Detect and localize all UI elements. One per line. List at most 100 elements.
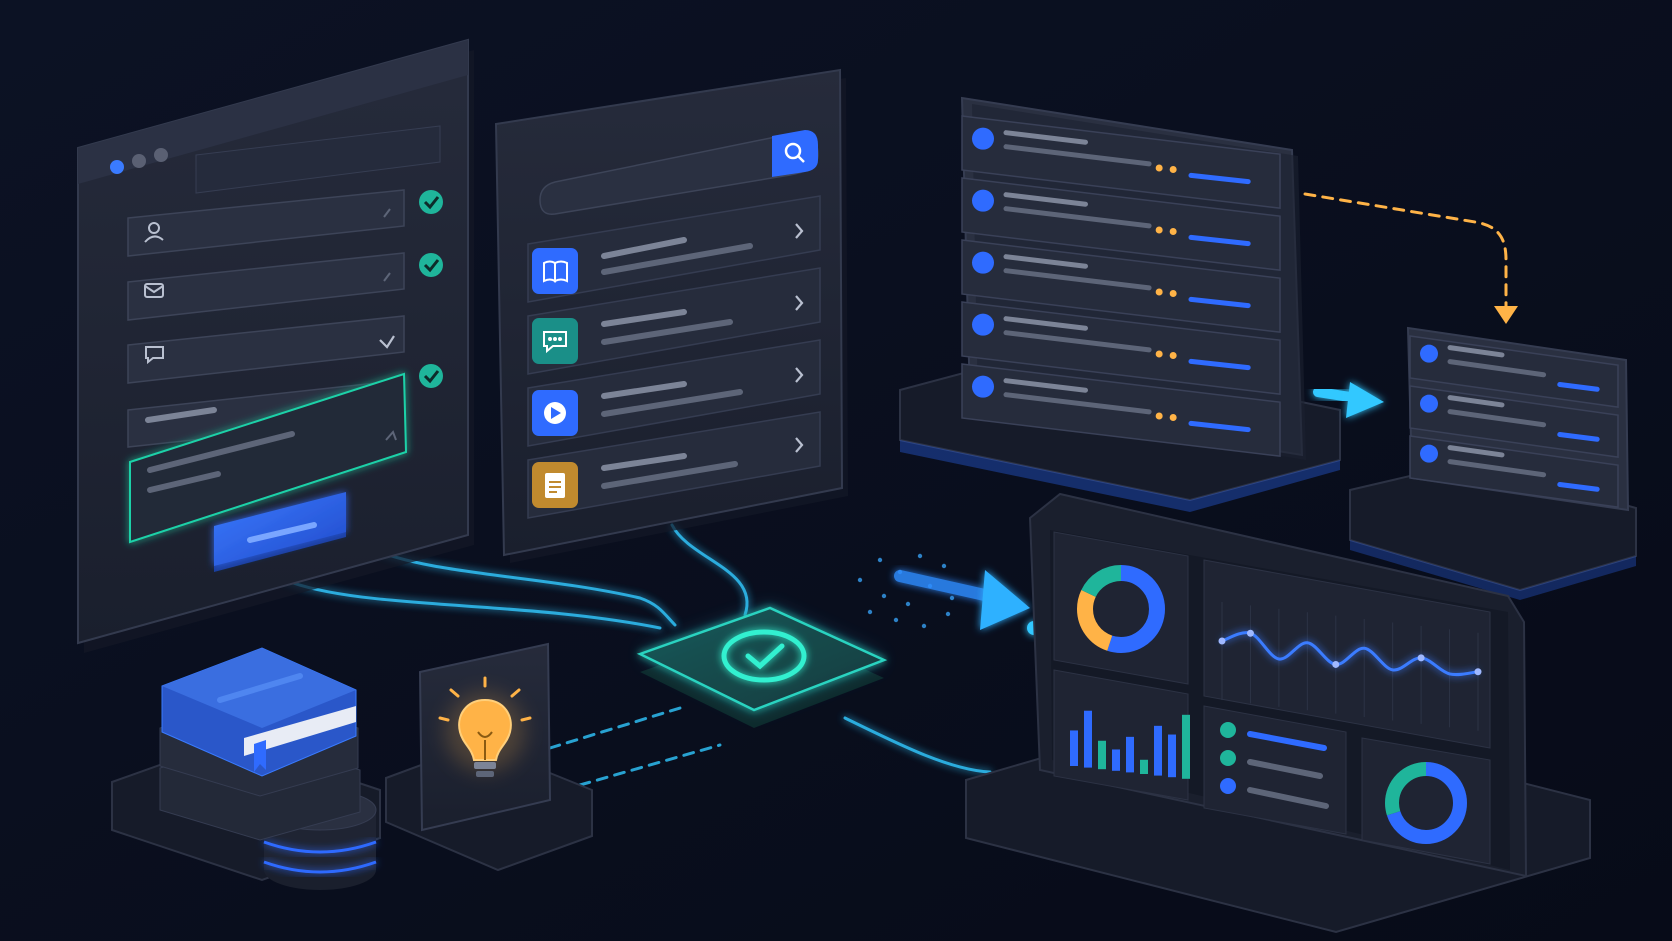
server-status-dot [1420, 394, 1438, 413]
knowledge-base [111, 647, 381, 890]
server-unit [961, 177, 1281, 272]
chevron-right-icon[interactable] [795, 295, 804, 311]
validation-hub[interactable] [636, 606, 888, 728]
stream-particle [941, 563, 947, 569]
search-bar[interactable] [539, 130, 819, 215]
analytics-dashboard [965, 492, 1591, 934]
search-button[interactable] [772, 130, 818, 177]
connector-form-to-hub [368, 546, 677, 627]
line-chart-points [1218, 629, 1482, 676]
server-rows-secondary [1409, 335, 1619, 508]
list-item[interactable] [527, 195, 821, 303]
stream-particle [945, 611, 951, 617]
list-item[interactable] [527, 339, 821, 447]
line-chart-card [1203, 559, 1491, 749]
connector-server-dashed-amber [1303, 192, 1508, 320]
list-item[interactable] [527, 411, 821, 519]
server-label-line [1447, 445, 1505, 458]
server-activity-led [1155, 164, 1163, 172]
list-item-title-line [601, 453, 687, 471]
bar [1126, 736, 1134, 773]
amber-arrow-head-icon [1494, 306, 1518, 324]
legend-dot-blue [1220, 778, 1236, 794]
server-activity-led [1155, 226, 1163, 234]
window-dot-blue-icon[interactable] [110, 160, 124, 174]
email-field[interactable] [127, 252, 405, 321]
line-point [1332, 660, 1340, 668]
stream-particle [917, 553, 923, 559]
list-item[interactable] [527, 267, 821, 375]
bar-chart [1070, 710, 1190, 779]
server-status-dot [972, 375, 994, 398]
donut-chart-top [1077, 565, 1165, 653]
list-item-title-line [601, 309, 687, 327]
server-status-dot [972, 251, 994, 274]
stream-particle [905, 601, 911, 607]
email-field-valid-check [419, 253, 443, 277]
server-label-line [1003, 254, 1088, 269]
chevron-right-icon[interactable] [795, 223, 804, 239]
data-stream-arrow [857, 553, 1041, 635]
server-load-bar [1557, 382, 1600, 392]
list-item-title-line [601, 381, 687, 399]
submit-button[interactable] [214, 492, 346, 572]
list-item-subtitle-line [601, 243, 753, 275]
donut-chart-bottom [1385, 762, 1467, 844]
connector-list-to-hub [670, 523, 749, 617]
server-activity-led [1169, 413, 1177, 421]
server-label-line [1447, 409, 1547, 428]
server-activity-led [1155, 350, 1163, 358]
search-icon [784, 142, 805, 163]
resize-handle-icon[interactable] [385, 430, 397, 441]
connector-hub-to-dashboard [843, 716, 992, 774]
chevron-down-icon[interactable] [379, 335, 395, 349]
server-unit [961, 301, 1281, 396]
document-icon [545, 473, 565, 498]
edit-pencil-icon [383, 208, 391, 218]
server-load-bar [1188, 296, 1251, 309]
window-dot-gray-icon[interactable] [132, 154, 146, 168]
results-list-panel [494, 68, 848, 563]
donut-slice [1077, 565, 1165, 653]
chevron-right-icon[interactable] [795, 367, 804, 383]
play-icon [544, 402, 566, 424]
line-chart-series [1221, 631, 1479, 677]
text-field-placeholder-line [145, 407, 217, 423]
book-icon [543, 260, 568, 283]
lightbulb-icon [438, 676, 532, 777]
connector-idea-dashed-bottom [578, 743, 722, 787]
textarea-placeholder-line-2 [147, 471, 221, 493]
edit-pencil-icon-2 [383, 272, 391, 282]
server-status-dot [1420, 444, 1438, 463]
server-label-line [1003, 378, 1088, 393]
connector-form-lower-to-hub [283, 578, 662, 630]
server-label-line [1003, 130, 1088, 145]
chat-icon [145, 346, 164, 365]
stream-arrow-head-icon [980, 570, 1030, 630]
server-status-dot [972, 127, 994, 150]
server-activity-led [1169, 165, 1177, 173]
legend-line-2 [1247, 759, 1323, 779]
chevron-right-icon[interactable] [795, 437, 804, 453]
list-item-subtitle-line [601, 461, 738, 489]
server-activity-led [1169, 289, 1177, 297]
server-unit [961, 363, 1281, 458]
donut-card-top [1053, 531, 1189, 685]
list-item-subtitle-line [601, 389, 743, 417]
server-unit [1409, 385, 1619, 458]
line-point [1474, 668, 1482, 676]
name-field[interactable] [127, 189, 405, 257]
list-item-subtitle-line [601, 319, 733, 345]
server-unit [1409, 335, 1619, 408]
topic-select[interactable] [127, 315, 405, 384]
message-textarea[interactable] [129, 372, 408, 544]
server-label-line [1447, 395, 1505, 408]
stream-particle [921, 623, 927, 629]
server-label-line [1003, 206, 1152, 229]
window-dot-gray-icon-2[interactable] [154, 148, 168, 162]
server-status-dot [972, 189, 994, 212]
name-field-valid-check [419, 190, 443, 214]
connector-idea-dashed-top [548, 706, 682, 750]
server-load-bar [1557, 432, 1600, 442]
bar [1168, 734, 1176, 778]
